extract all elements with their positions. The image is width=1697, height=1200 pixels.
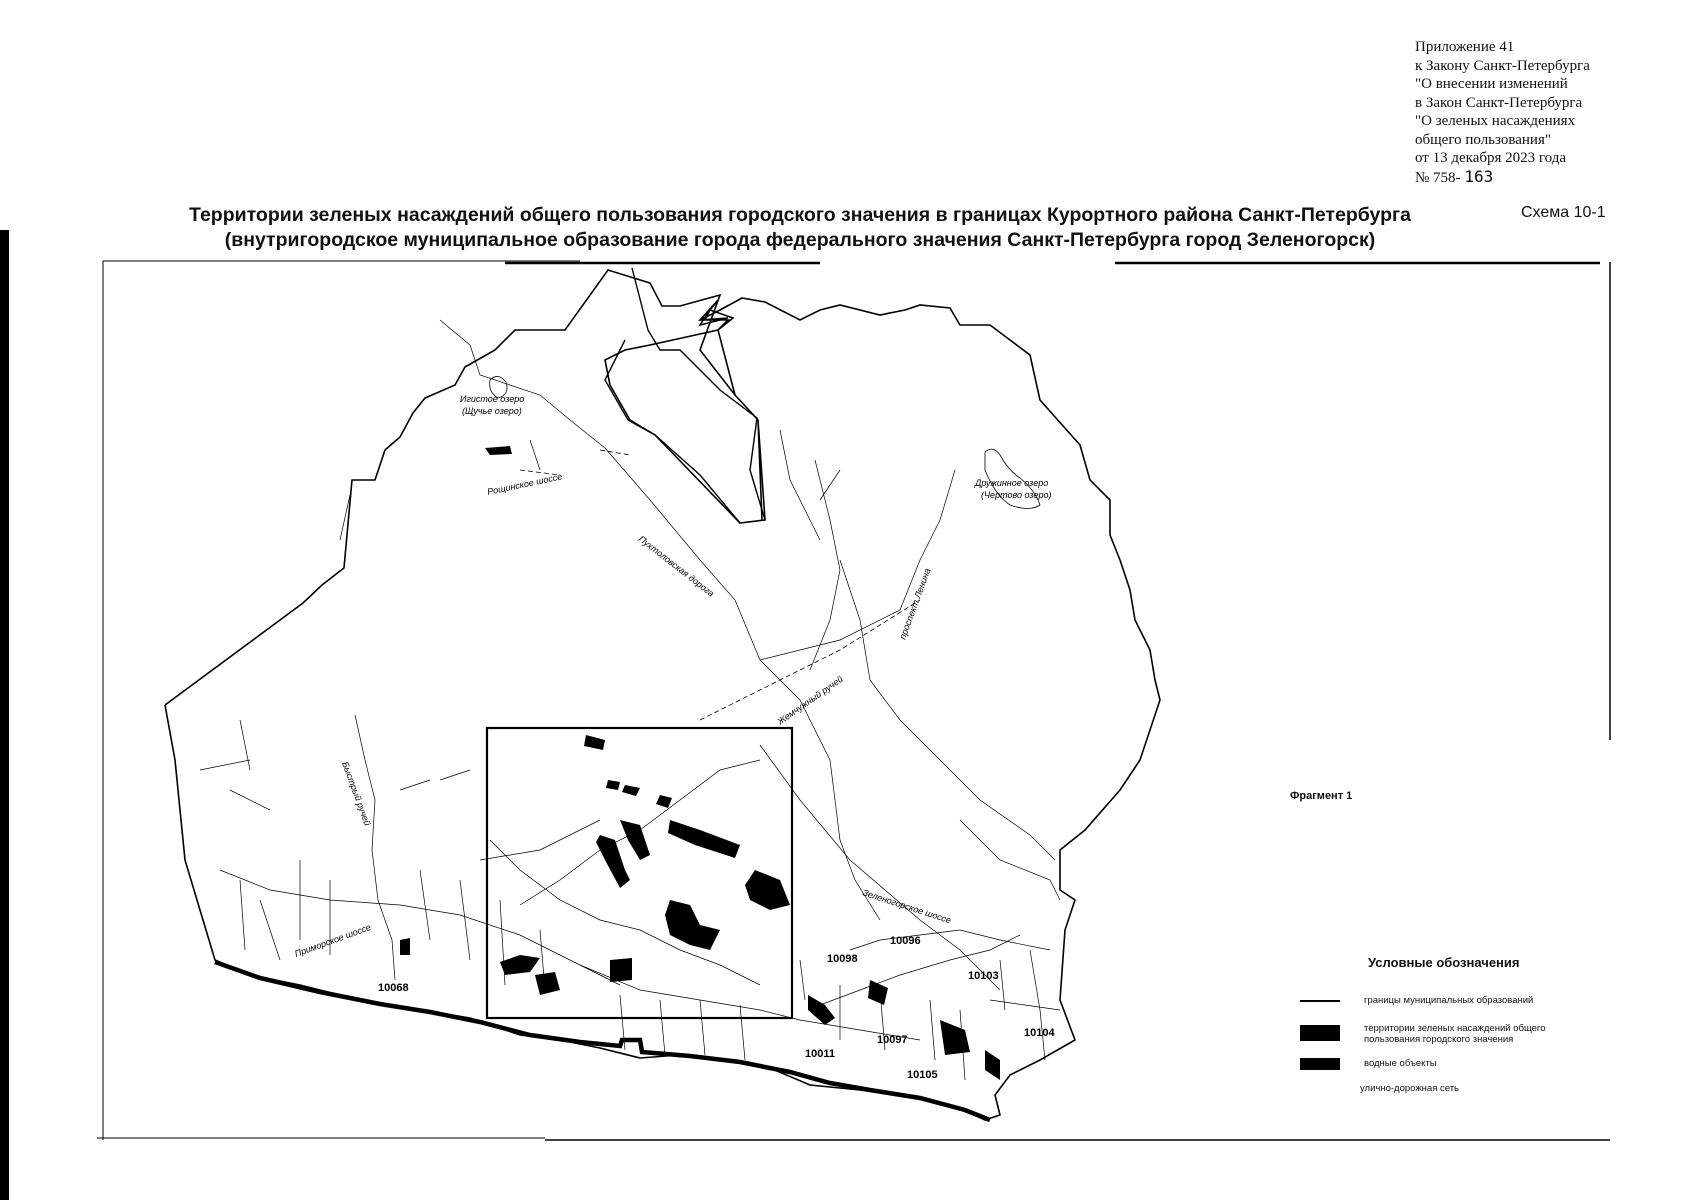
lake-label-druzhinnoe-alt: (Чертово озеро) — [981, 490, 1051, 500]
map-title-line-1: Территории зеленых насаждений общего пол… — [189, 204, 1411, 226]
lake-druzhinnoe — [984, 448, 1041, 509]
annex-line-5: "О зеленых насаждениях — [1415, 113, 1576, 129]
green-area — [485, 446, 512, 455]
annex-line-4: в Закон Санкт-Петербурга — [1415, 94, 1583, 111]
road-label-pukhtolovskaya: Пухтоловская дорога — [637, 534, 716, 599]
lake-label-igistoe-alt: (Щучье озеро) — [462, 406, 522, 416]
green-area — [622, 785, 640, 796]
legend-label-boundary: границы муниципальных образований — [1364, 995, 1534, 1006]
annex-line-6: общего пользования" — [1415, 131, 1551, 148]
lake-label-druzhinnoe: Дружинное озеро — [974, 478, 1048, 488]
lake-label-igistoe: Игистое озеро — [460, 394, 524, 404]
coastline — [214, 959, 991, 1123]
legend-label-green: территории зеленых насаждений общего пол… — [1364, 1023, 1546, 1045]
green-area — [745, 870, 790, 910]
green-area — [606, 780, 620, 790]
annex-line-3: "О внесении изменений — [1415, 76, 1568, 92]
green-area — [400, 938, 410, 955]
fragment-1-box — [485, 726, 794, 1020]
map-frame — [97, 260, 1611, 1141]
map-title-line-2: (внутригородское муниципальное образован… — [224, 229, 1376, 251]
legend-boundary-symbol — [1300, 1000, 1340, 1002]
legend-label-water: водные объекты — [1364, 1058, 1437, 1069]
green-area — [500, 955, 540, 975]
green-area — [596, 835, 630, 888]
annex-line-2: к Закону Санкт-Петербурга — [1415, 57, 1590, 74]
green-area — [610, 958, 632, 982]
internal-boundary — [604, 267, 766, 524]
scheme-label: Схема 10-1 — [1521, 204, 1606, 221]
green-area — [808, 995, 835, 1025]
scan-edge-bar — [0, 230, 9, 1200]
green-area — [868, 980, 888, 1005]
zone-label-10098: 10098 — [827, 953, 858, 965]
zone-label-10011: 10011 — [805, 1048, 835, 1060]
lake-igistoe — [489, 376, 508, 399]
zone-label-10096: 10096 — [890, 935, 921, 947]
fragment-label: Фрагмент 1 — [1290, 790, 1353, 802]
green-area — [940, 1020, 970, 1055]
law-number-prefix: № 758- — [1415, 169, 1461, 186]
zone-label-10105: 10105 — [907, 1069, 938, 1081]
green-areas — [400, 446, 1000, 1080]
zone-label-10068: 10068 — [378, 982, 409, 994]
green-area — [535, 972, 560, 995]
green-area — [668, 820, 740, 858]
road-label-roshchino: Рощинское шоссе — [486, 471, 563, 497]
legend-label-roads: улично-дорожная сеть — [1360, 1083, 1460, 1094]
legend-water-symbol — [1300, 1058, 1340, 1070]
green-area — [985, 1050, 1000, 1080]
annex-line-7: от 13 декабря 2023 года — [1415, 150, 1567, 166]
green-area — [620, 820, 650, 860]
map-title: Территории зеленых насаждений общего пол… — [160, 203, 1440, 253]
annex-handwritten-number: 163 — [1464, 166, 1494, 186]
green-area — [665, 900, 720, 950]
green-area — [656, 795, 672, 808]
green-area — [584, 735, 605, 750]
district-boundary-east — [164, 297, 1161, 1121]
zone-label-10104: 10104 — [1024, 1027, 1055, 1039]
district-boundary — [164, 269, 766, 706]
legend-title: Условные обозначения — [1368, 955, 1520, 970]
annex-line-8: № 758- 163 — [1415, 166, 1590, 188]
legend-green-symbol — [1300, 1025, 1340, 1041]
zone-label-10103: 10103 — [968, 970, 999, 982]
dashed-avenue — [699, 599, 921, 721]
annex-block: Приложение 41 к Закону Санкт-Петербурга … — [1415, 38, 1590, 187]
zone-label-10097: 10097 — [877, 1034, 908, 1046]
road-label-zelenogorskoe: Зеленогорское шоссе — [861, 887, 952, 925]
dashed-road-north — [519, 449, 631, 476]
annex-line-1: Приложение 41 — [1415, 39, 1515, 55]
road-label-primorskoe: Приморское шоссе — [293, 922, 372, 959]
